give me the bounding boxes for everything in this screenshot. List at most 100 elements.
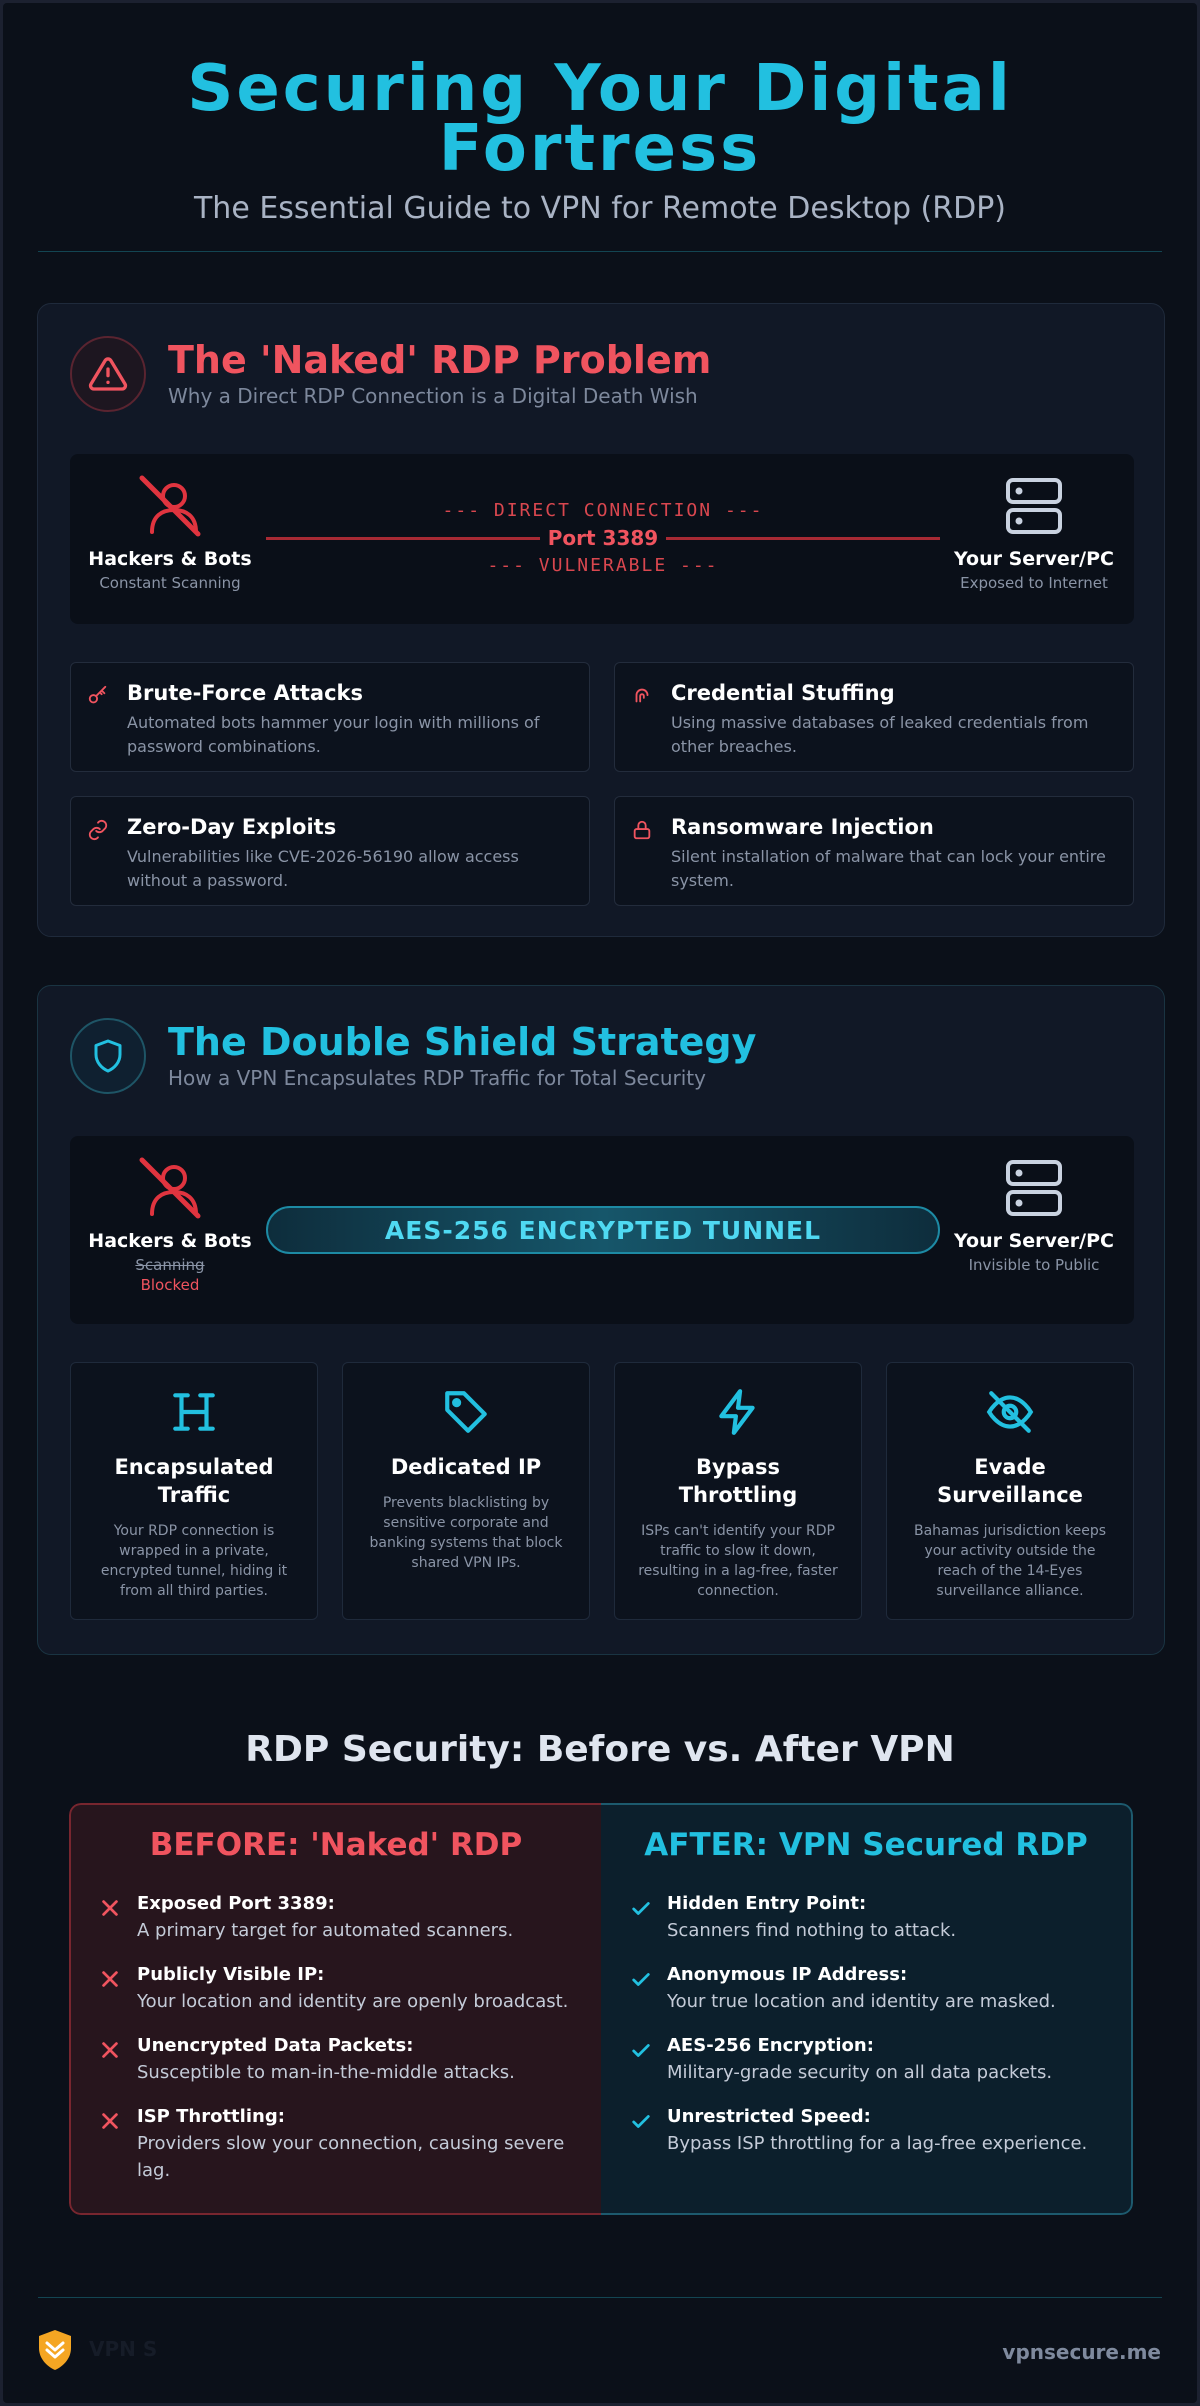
feature-desc: Prevents blacklisting by sensitive corpo…	[369, 1495, 563, 1571]
attacker-node: Hackers & Bots Scanning Blocked	[70, 1156, 270, 1294]
before-heading: BEFORE: 'Naked' RDP	[149, 1827, 523, 1863]
fingerprint-icon	[631, 685, 653, 711]
title-line-1: Securing Your Digital	[187, 52, 1013, 126]
cross-icon	[99, 1897, 121, 1923]
checkmark-icon	[629, 1897, 653, 1923]
page-title: Securing Your Digital Fortress	[3, 52, 1197, 186]
threat-card: Credential Stuffing Using massive databa…	[614, 662, 1134, 772]
threat-desc: Vulnerabilities like CVE-2026-56190 allo…	[127, 847, 519, 890]
lock-icon	[631, 819, 653, 845]
feature-card: Dedicated IP Prevents blacklisting by se…	[342, 1362, 590, 1620]
encrypted-tunnel: AES-256 ENCRYPTED TUNNEL	[266, 1206, 940, 1254]
vpn-tunnel-diagram: Hackers & Bots Scanning Blocked AES-256 …	[70, 1136, 1134, 1324]
page-subtitle: The Essential Guide to VPN for Remote De…	[193, 191, 1007, 226]
divider	[38, 251, 1162, 252]
server-status: Invisible to Public	[968, 1256, 1100, 1274]
title-line-2: Fortress	[438, 112, 762, 186]
feature-card: Evade Surveillance Bahamas jurisdiction …	[886, 1362, 1134, 1620]
list-item: Exposed Port 3389: A primary target for …	[97, 1891, 587, 1944]
item-desc: Your location and identity are openly br…	[137, 1991, 569, 2012]
list-item: Anonymous IP Address: Your true location…	[627, 1962, 1117, 2015]
before-column: BEFORE: 'Naked' RDP Exposed Port 3389: A…	[69, 1803, 601, 2215]
server-icon	[1006, 1160, 1062, 1216]
item-title: AES-256 Encryption:	[667, 2035, 874, 2056]
cross-icon	[99, 2110, 121, 2136]
direct-connection-diagram: Hackers & Bots Constant Scanning --- DIR…	[70, 454, 1134, 624]
list-item: ISP Throttling: Providers slow your conn…	[97, 2104, 587, 2184]
threat-title: Brute-Force Attacks	[127, 681, 364, 705]
threat-card: Zero-Day Exploits Vulnerabilities like C…	[70, 796, 590, 906]
problem-subtitle: Why a Direct RDP Connection is a Digital…	[168, 384, 698, 408]
attacker-name: Hackers & Bots	[88, 548, 252, 570]
item-title: Anonymous IP Address:	[667, 1964, 908, 1985]
after-column: AFTER: VPN Secured RDP Hidden Entry Poin…	[601, 1803, 1133, 2215]
feature-title: Dedicated IP	[390, 1455, 542, 1479]
cross-icon	[99, 1968, 121, 1994]
item-title: ISP Throttling:	[137, 2106, 285, 2127]
feature-title: Bypass Throttling	[678, 1455, 798, 1507]
item-desc: Scanners find nothing to attack.	[667, 1920, 957, 1941]
lightning-icon	[615, 1387, 861, 1437]
feature-desc: Bahamas jurisdiction keeps your activity…	[913, 1523, 1107, 1599]
threat-card: Brute-Force Attacks Automated bots hamme…	[70, 662, 590, 772]
footer-brand: VPN S	[89, 2337, 158, 2361]
header: Securing Your Digital Fortress The Essen…	[3, 52, 1197, 226]
list-item: Unencrypted Data Packets: Susceptible to…	[97, 2033, 587, 2086]
item-desc: Military-grade security on all data pack…	[667, 2062, 1053, 2083]
eye-off-icon	[887, 1387, 1133, 1437]
item-desc: Bypass ISP throttling for a lag-free exp…	[667, 2133, 1088, 2154]
server-name: Your Server/PC	[954, 548, 1114, 570]
item-desc: Susceptible to man-in-the-middle attacks…	[137, 2062, 515, 2083]
server-icon	[1006, 478, 1062, 534]
feature-title: Encapsulated Traffic	[114, 1455, 274, 1507]
cross-icon	[99, 2039, 121, 2065]
list-item: AES-256 Encryption: Military-grade secur…	[627, 2033, 1117, 2086]
checkmark-icon	[629, 2110, 653, 2136]
checkmark-icon	[629, 2039, 653, 2065]
item-title: Exposed Port 3389:	[137, 1893, 335, 1914]
feature-title: Evade Surveillance	[937, 1455, 1083, 1507]
attacker-node: Hackers & Bots Constant Scanning	[70, 474, 270, 592]
warning-icon	[70, 336, 146, 412]
feature-desc: ISPs can't identify your RDP traffic to …	[638, 1523, 838, 1599]
threat-desc: Using massive databases of leaked creden…	[671, 713, 1089, 756]
list-item: Unrestricted Speed: Bypass ISP throttlin…	[627, 2104, 1117, 2157]
vulnerable-label: --- VULNERABLE ---	[487, 555, 719, 576]
tag-icon	[343, 1387, 589, 1437]
server-name: Your Server/PC	[954, 1230, 1114, 1252]
feature-card: Encapsulated Traffic Your RDP connection…	[70, 1362, 318, 1620]
list-item: Hidden Entry Point: Scanners find nothin…	[627, 1891, 1117, 1944]
footer-divider	[38, 2297, 1162, 2298]
brand-logo-icon	[37, 2329, 73, 2375]
comparison-title: RDP Security: Before vs. After VPN	[245, 1729, 955, 1770]
after-heading: AFTER: VPN Secured RDP	[644, 1827, 1088, 1863]
feature-card: Bypass Throttling ISPs can't identify yo…	[614, 1362, 862, 1620]
threat-desc: Automated bots hammer your login with mi…	[127, 713, 540, 756]
attacker-name: Hackers & Bots	[88, 1230, 252, 1252]
comparison-table: BEFORE: 'Naked' RDP Exposed Port 3389: A…	[69, 1803, 1133, 2215]
feature-desc: Your RDP connection is wrapped in a priv…	[100, 1523, 288, 1599]
solution-subtitle: How a VPN Encapsulates RDP Traffic for T…	[168, 1066, 706, 1090]
solution-panel: The Double Shield Strategy How a VPN Enc…	[37, 985, 1165, 1655]
attacker-status-struck: Scanning	[135, 1256, 205, 1274]
server-node: Your Server/PC Invisible to Public	[934, 1156, 1134, 1274]
item-title: Unencrypted Data Packets:	[137, 2035, 414, 2056]
item-title: Publicly Visible IP:	[137, 1964, 325, 1985]
threat-card: Ransomware Injection Silent installation…	[614, 796, 1134, 906]
problem-title: The 'Naked' RDP Problem	[168, 338, 712, 382]
item-desc: Providers slow your connection, causing …	[137, 2133, 565, 2181]
item-desc: Your true location and identity are mask…	[667, 1991, 1056, 2012]
hacker-icon	[139, 1157, 201, 1219]
hacker-icon	[139, 475, 201, 537]
server-node: Your Server/PC Exposed to Internet	[934, 474, 1134, 592]
solution-title: The Double Shield Strategy	[168, 1020, 757, 1064]
footer-url[interactable]: vpnsecure.me	[1002, 2340, 1161, 2364]
attacker-status-blocked: Blocked	[140, 1276, 200, 1294]
item-title: Hidden Entry Point:	[667, 1893, 867, 1914]
item-title: Unrestricted Speed:	[667, 2106, 871, 2127]
key-icon	[87, 685, 109, 711]
shield-icon	[70, 1018, 146, 1094]
infographic-page: Securing Your Digital Fortress The Essen…	[3, 3, 1197, 2403]
threat-title: Credential Stuffing	[671, 681, 895, 705]
threat-desc: Silent installation of malware that can …	[671, 847, 1106, 890]
